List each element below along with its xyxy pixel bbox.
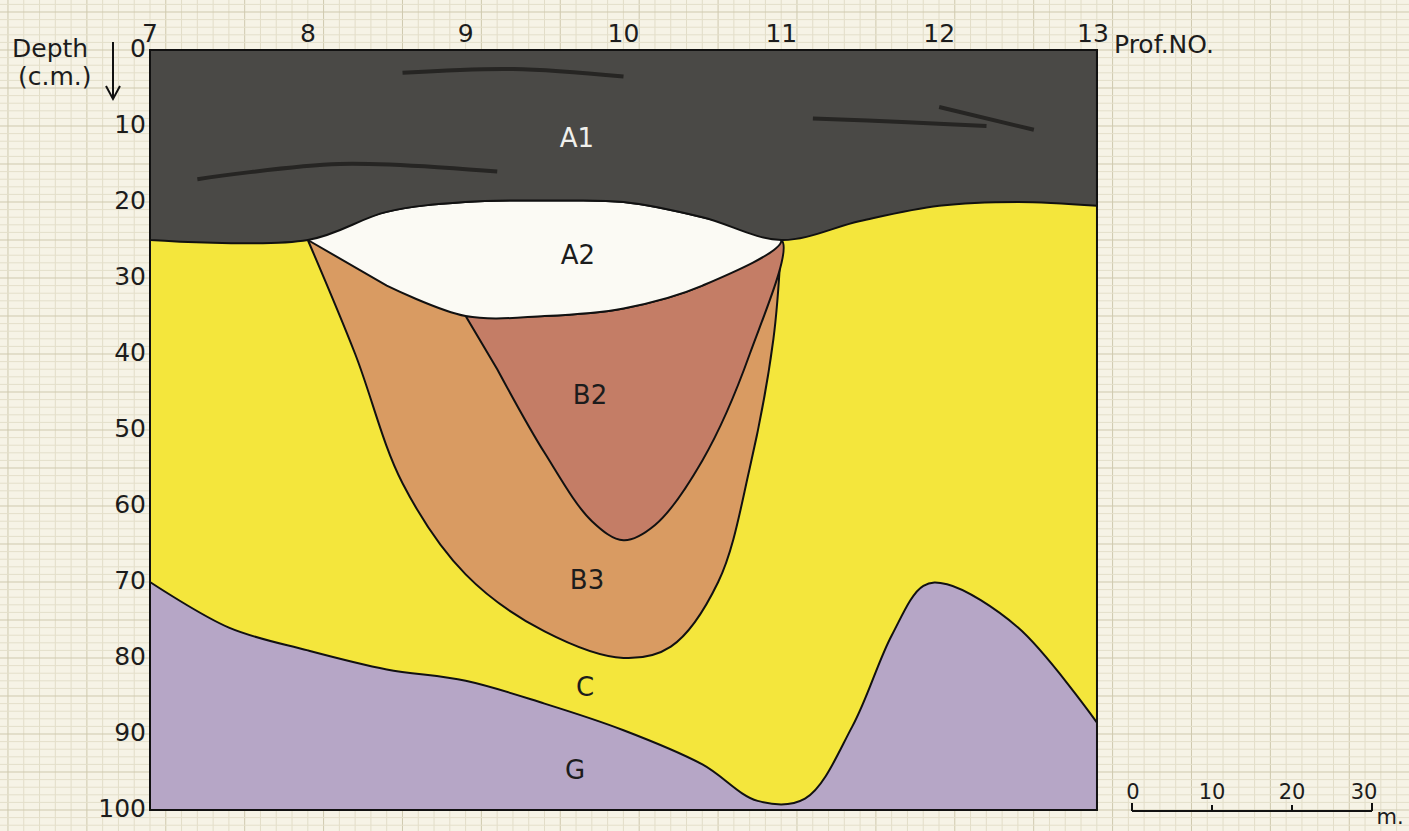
grid-line [1238,0,1239,831]
grid-line [1365,0,1366,831]
horizon-label: A1 [560,125,594,151]
depth-tick: 60 [114,492,146,517]
grid-line [1286,0,1287,831]
scale-label: 20 [1279,782,1306,803]
grid-line [7,0,8,831]
grid-line [1270,0,1271,831]
grid-line [1317,0,1318,831]
grid-line [0,19,1409,20]
depth-tick: 0 [130,36,146,61]
horizon-label: G [565,757,585,783]
a1-horizon [150,50,1097,243]
grid-line [0,27,1409,28]
grid-line [1349,0,1350,831]
grid-line [71,0,72,831]
profile-number: 10 [608,21,640,46]
profile-number: 9 [458,21,474,46]
depth-tick: 80 [114,644,146,669]
grid-line [23,0,24,831]
profile-frame [150,50,1097,810]
depth-tick: 30 [114,264,146,289]
axis-unit: (c.m.) [18,64,92,89]
grid-line [1159,0,1160,831]
grid-line [1191,0,1192,831]
depth-arrow [106,42,120,99]
depth-tick: 70 [114,568,146,593]
humus-streak [939,107,1034,130]
grid-line [1223,0,1224,831]
grid-line [0,4,1409,5]
scale-label: 10 [1199,782,1226,803]
scale-label: 0 [1126,782,1139,803]
grid-line [1128,0,1129,831]
grid-line [0,825,1409,826]
depth-tick: 100 [98,796,146,821]
grid-line [102,0,103,831]
grid-line [1396,0,1397,831]
grid-line [1380,0,1381,831]
depth-tick: 50 [114,416,146,441]
grid-line [1207,0,1208,831]
horizon-label: C [576,674,594,700]
profile-number: 8 [300,21,316,46]
scale-bar [1132,803,1372,811]
c-horizon [150,187,1097,810]
grid-line [39,0,40,831]
grid-line [1175,0,1176,831]
horizon-label: A2 [561,242,595,268]
profile-number: 13 [1077,21,1109,46]
depth-tick: 20 [114,188,146,213]
grid-line [1333,0,1334,831]
axis-title: Depth [12,36,88,61]
horizon-label: B3 [570,567,604,593]
humus-streak [403,69,624,77]
horizon-label: B2 [573,382,607,408]
grid-line [1112,0,1113,831]
grid-line [0,817,1409,818]
humus-streak [197,164,497,179]
scale-unit: m. [1376,807,1403,828]
profile-number: 12 [923,21,955,46]
grid-line [55,0,56,831]
grid-line [1144,0,1145,831]
scale-label: 30 [1351,782,1378,803]
depth-tick: 40 [114,340,146,365]
humus-streak [813,118,987,126]
grid-line [1301,0,1302,831]
grid-line [86,0,87,831]
profile-number: 11 [765,21,797,46]
depth-tick: 10 [114,112,146,137]
grid-line [1254,0,1255,831]
grid-line [0,12,1409,13]
profile-title: Prof.NO. [1114,32,1214,57]
depth-tick: 90 [114,720,146,745]
